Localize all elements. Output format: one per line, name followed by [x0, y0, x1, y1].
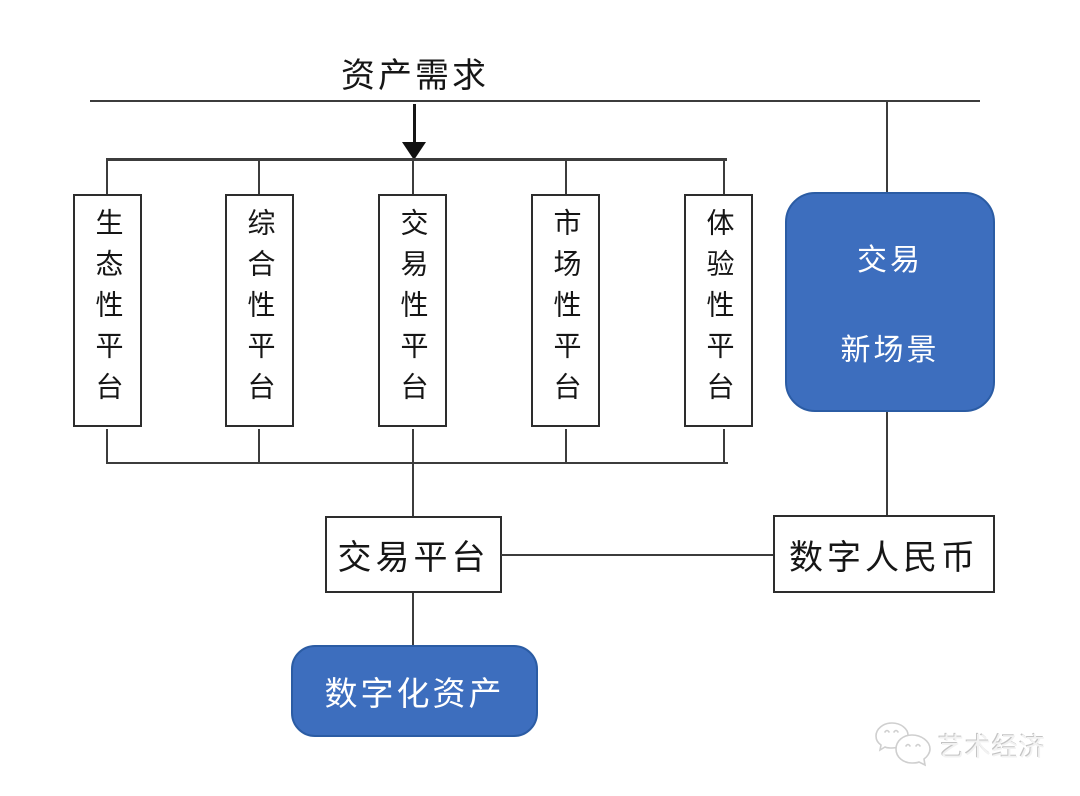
stub-bottom-5: [723, 429, 725, 463]
platform-label: 综合性平台: [243, 208, 277, 413]
stub-bottom-1: [106, 429, 108, 463]
top-rule-line: [90, 100, 980, 102]
node-label: 交易平台: [337, 538, 490, 578]
down-arrow-icon: [402, 142, 426, 160]
platform-box-comprehensive: 综合性平台: [225, 194, 294, 427]
down-arrow-stem: [413, 104, 416, 146]
stub-bottom-3: [412, 429, 414, 463]
line-trading-to-assets: [412, 593, 414, 645]
diagram-title: 资产需求: [341, 56, 489, 96]
watermark: 艺术经济: [872, 718, 1046, 772]
bottom-connector-line: [106, 462, 728, 464]
stub-top-3: [412, 161, 414, 194]
node-label-line1: 交易: [857, 243, 923, 278]
platform-label: 交易性平台: [396, 208, 430, 413]
stub-top-2: [258, 161, 260, 194]
platform-box-trading: 交易性平台: [378, 194, 447, 427]
platform-box-market: 市场性平台: [531, 194, 600, 427]
platform-label: 市场性平台: [549, 208, 583, 413]
top-connector-line: [106, 158, 727, 161]
node-label: 数字化资产: [324, 674, 505, 713]
node-digital-rmb: 数字人民币: [773, 515, 995, 593]
platform-box-ecosystem: 生态性平台: [73, 194, 142, 427]
wechat-chat-bubbles-icon: [875, 722, 931, 767]
stub-bottom-4: [565, 429, 567, 463]
node-digital-assets: 数字化资产: [291, 645, 538, 737]
watermark-text: 艺术经济: [938, 732, 1047, 763]
platform-label: 生态性平台: [91, 208, 125, 413]
line-trading-to-rmb: [501, 554, 773, 556]
stub-top-4: [565, 161, 567, 194]
line-newscene-to-rmb: [886, 412, 888, 515]
line-connector-to-trading: [412, 464, 414, 516]
node-trading-platform: 交易平台: [325, 516, 502, 593]
node-label: 数字人民币: [789, 537, 979, 578]
line-rule-to-newscene: [886, 102, 888, 192]
stub-bottom-2: [258, 429, 260, 463]
stub-top-5: [723, 161, 725, 194]
node-trading-new-scene: 交易 新场景: [785, 192, 995, 412]
stub-top-1: [106, 161, 108, 194]
platform-box-experience: 体验性平台: [684, 194, 753, 427]
platform-label: 体验性平台: [702, 208, 736, 413]
node-label-line2: 新场景: [840, 333, 940, 368]
